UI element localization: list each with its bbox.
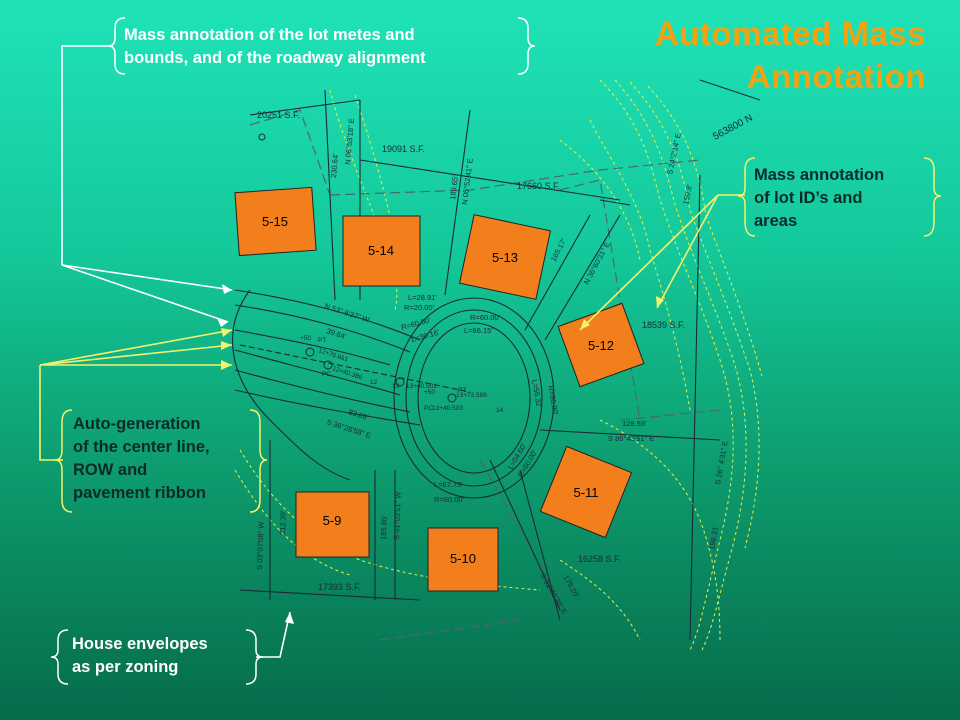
lot-id-label: 5-13 — [492, 250, 518, 265]
bearing-label: S 86°43'51" E — [608, 434, 654, 443]
braces-yellow — [54, 157, 942, 513]
lot-id-label: 5-12 — [588, 338, 614, 353]
area-label: 20251 S.F. — [257, 110, 300, 120]
bearing-label: N 53° 6'27" W — [323, 301, 371, 324]
curve-label: R=60.00' — [434, 495, 465, 504]
callout-metes-bounds: Mass annotation of the lot metes and bou… — [124, 24, 426, 70]
arrowhead — [221, 328, 232, 337]
area-label: 19091 S.F. — [382, 144, 425, 154]
braces — [50, 17, 536, 685]
lot-id-label: 5-15 — [262, 214, 288, 229]
survey-markers — [258, 133, 457, 403]
lot-5-15[interactable]: 5-15 — [234, 186, 317, 257]
bearing-label: S 24°2'14" E — [665, 132, 683, 175]
callout-text: of lot ID’s and — [754, 189, 863, 207]
station-label: PC — [424, 405, 433, 412]
distance-label: 189.65' — [448, 174, 460, 200]
distance-label: 230.64' — [329, 153, 340, 179]
area-label: 18539 S.F. — [642, 320, 685, 330]
title-line-1: Automated Mass — [654, 15, 926, 52]
callout-text: pavement ribbon — [73, 484, 206, 502]
lot-5-11[interactable]: 5-11 — [539, 445, 633, 539]
bearing-label: N 36°60'31" E — [582, 240, 612, 285]
lot-id-label: 5-14 — [368, 243, 394, 258]
lot-5-12[interactable]: 5-12 — [557, 302, 645, 388]
callout-text: as per zoning — [72, 658, 179, 676]
callout-text: bounds, and of the roadway alignment — [124, 49, 426, 67]
lot-id-label: 5-11 — [573, 485, 598, 500]
distance-label: 83.69' — [347, 407, 370, 422]
station-label: PT — [318, 337, 326, 344]
lots: 5-15 5-14 5-13 5-12 5-11 5-10 5-9 — [234, 186, 645, 592]
station-labels: 12+76.651 12+40.386 13+40.501 13+40.503 … — [300, 335, 504, 414]
lot-5-10[interactable]: 5-10 — [427, 527, 499, 592]
distance-label: 185.86' — [379, 515, 389, 540]
distance-label: 179.20' — [561, 574, 581, 600]
callout-text: areas — [754, 212, 798, 230]
distance-label: 39.64' — [325, 326, 348, 341]
curve-label: R=60.00' — [470, 313, 501, 322]
distance-label: 198.31' — [707, 524, 720, 550]
callout-text: House envelopes — [72, 635, 208, 653]
station-label: 13 — [392, 383, 400, 390]
station-label: PT — [458, 387, 466, 394]
callout-house-envelopes: House envelopes as per zoning — [72, 633, 208, 679]
page-title: Automated Mass Annotation — [655, 12, 926, 98]
station-label: 14 — [496, 407, 504, 414]
callout-lot-ids: Mass annotation of lot ID’s and areas — [754, 164, 884, 233]
station-label: 13+40.501 — [406, 383, 437, 390]
curve-label: L=28.91' — [408, 293, 437, 302]
station-label: 13+40.503 — [432, 405, 463, 412]
bearing-label: N 06°53'18" E — [343, 118, 356, 165]
arrowhead — [580, 319, 590, 330]
arrowhead — [221, 360, 232, 370]
callout-leaders — [39, 45, 745, 658]
lot-id-label: 5-9 — [323, 513, 342, 528]
lot-id-label: 5-10 — [450, 551, 476, 566]
distance-label: 128.93' — [622, 419, 647, 428]
area-label: 17393 S.F. — [318, 582, 361, 592]
arrowhead — [656, 296, 664, 308]
curve-label: L=67.73' — [434, 480, 463, 489]
curve-label: L=66.15' — [464, 326, 493, 335]
northing-label: 563800 N — [711, 113, 754, 143]
callout-centerline: Auto-generation of the center line, ROW … — [73, 413, 210, 505]
arrowhead — [217, 318, 228, 327]
callout-text: of the center line, — [73, 438, 210, 456]
callout-text: Auto-generation — [73, 415, 201, 433]
curve-label: R=60.00' — [546, 385, 560, 417]
lot-5-9[interactable]: 5-9 — [295, 491, 370, 558]
distance-label: 159.8' — [681, 183, 694, 205]
arrowhead — [221, 341, 232, 350]
station-label: +50 — [300, 335, 311, 342]
callout-text: Mass annotation — [754, 166, 885, 184]
arrowhead — [285, 612, 294, 624]
callout-text: Mass annotation of the lot metes and — [124, 26, 415, 44]
bearing-label: S 03°07'08" W — [255, 520, 266, 570]
bearing-label: S 26° 4'31" E — [713, 440, 730, 485]
callout-text: ROW and — [73, 461, 148, 479]
station-label: PC — [322, 371, 331, 378]
arrowhead — [222, 284, 232, 294]
curve-label: L=56.32' — [530, 379, 544, 409]
area-label: 17660 S.F. — [517, 181, 560, 191]
area-label: 16258 S.F. — [578, 554, 621, 564]
station-label: +50 — [424, 389, 435, 396]
title-line-2: Annotation — [746, 58, 926, 95]
roadway-ribbon — [232, 289, 555, 499]
station-label: 12 — [370, 379, 378, 386]
curve-label: R=20.00' — [404, 303, 435, 312]
bearing-label: S 01°03'51" W — [392, 490, 403, 540]
lot-5-13[interactable]: 5-13 — [458, 214, 552, 300]
lot-5-14[interactable]: 5-14 — [342, 215, 421, 287]
station-label: 12+40.386 — [331, 365, 363, 381]
station-label: 13+73.588 — [456, 392, 487, 399]
distance-label: 212.39' — [278, 510, 288, 535]
